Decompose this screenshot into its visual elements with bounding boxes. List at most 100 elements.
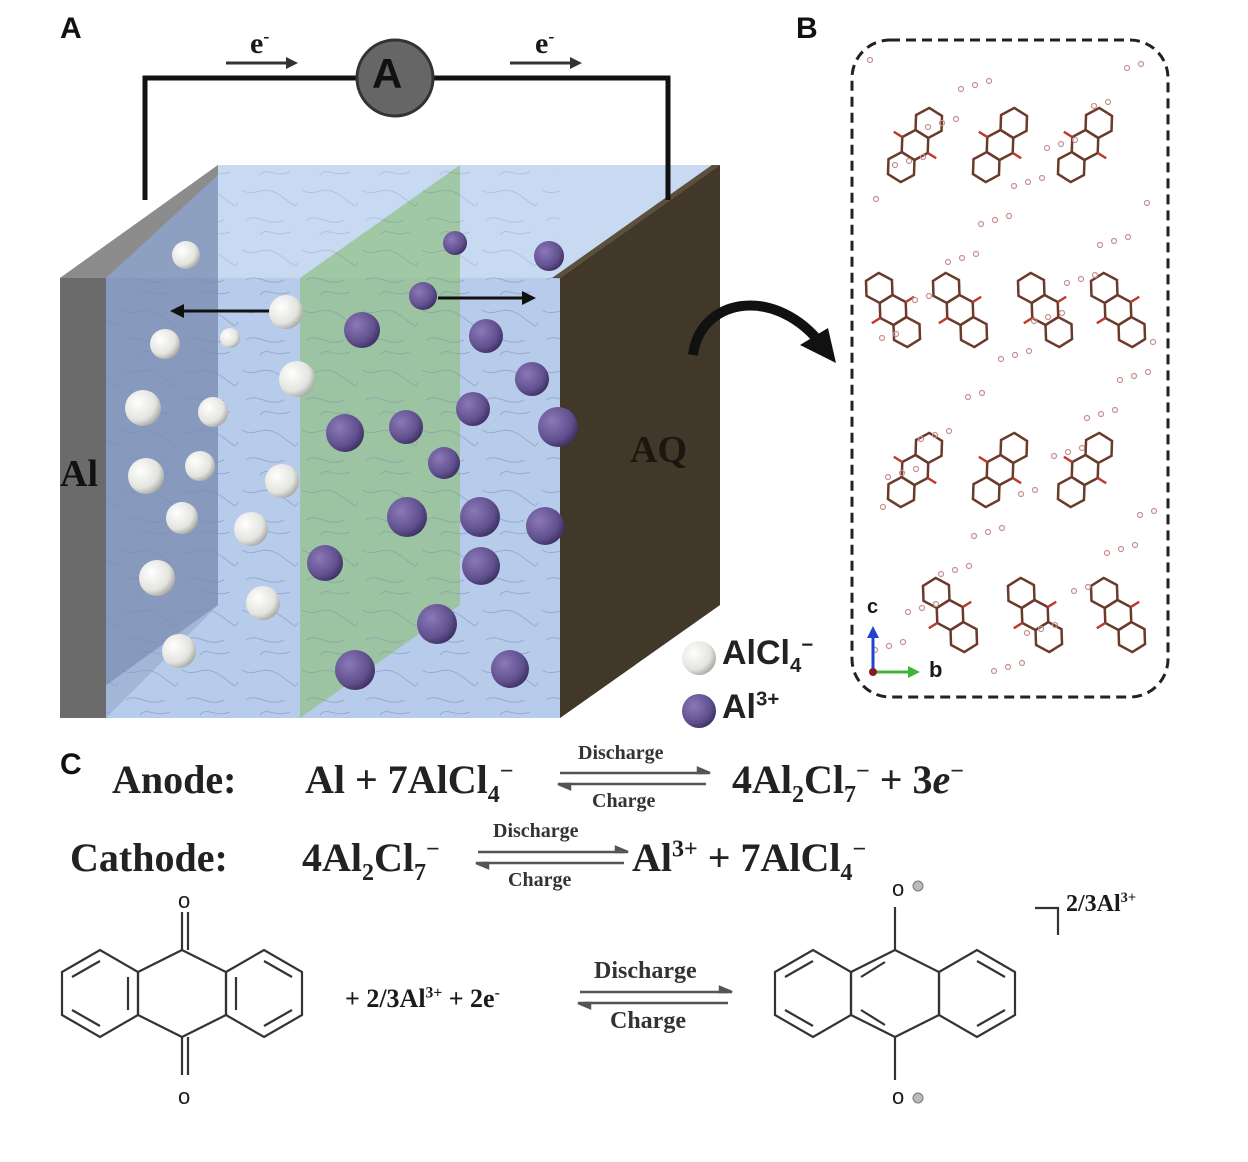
wire-left xyxy=(142,75,360,200)
atom-dot xyxy=(1131,541,1139,549)
atom-dot xyxy=(1111,406,1119,414)
atom-dot xyxy=(1038,174,1046,182)
atom-dot xyxy=(1063,279,1071,287)
atom-dot xyxy=(1004,663,1012,671)
atom-dot xyxy=(1071,136,1079,144)
atom-dot xyxy=(971,81,979,89)
aq-molecule-3 xyxy=(864,271,922,349)
atom-dot xyxy=(1044,313,1052,321)
anode-arrow-top: Discharge xyxy=(578,742,664,764)
atom-dot xyxy=(1024,178,1032,186)
atom-dot xyxy=(1010,182,1018,190)
atom-dot xyxy=(1091,271,1099,279)
legend-al3-icon xyxy=(682,694,716,728)
atom-dot xyxy=(1023,629,1031,637)
atom-dot xyxy=(925,292,933,300)
aq-molecule-9 xyxy=(1056,431,1114,509)
electron-right-label: e- xyxy=(535,26,555,60)
atom-dot xyxy=(957,85,965,93)
aq-molecule-12 xyxy=(1089,576,1147,654)
atom-dot xyxy=(1005,212,1013,220)
atom-dot xyxy=(978,389,986,397)
alcl4-ions xyxy=(125,241,315,668)
atom-dot xyxy=(1058,309,1066,317)
atom-dot xyxy=(977,220,985,228)
atom-dot xyxy=(1144,368,1152,376)
atom-dot xyxy=(878,334,886,342)
atom-dot xyxy=(1117,545,1125,553)
anode-equation-rhs: 4Al2Cl7− + 3e− xyxy=(732,757,964,808)
legend-al3-label: Al3+ xyxy=(722,688,780,726)
panel-label-c: C xyxy=(60,748,82,781)
atom-dot xyxy=(1150,507,1158,515)
anode-arrow-bottom: Charge xyxy=(592,790,656,812)
atom-dot xyxy=(1043,144,1051,152)
anode-plate-top xyxy=(60,165,218,278)
atom-dot xyxy=(1123,64,1131,72)
atom-dot xyxy=(1018,659,1026,667)
product-oxygen-top: o xyxy=(892,876,905,901)
atom-dot xyxy=(1137,60,1145,68)
crystal-frame xyxy=(850,38,1170,699)
atom-dot xyxy=(997,355,1005,363)
atom-dot xyxy=(879,503,887,511)
atom-dot xyxy=(885,642,893,650)
atom-dot xyxy=(970,532,978,540)
atom-dot xyxy=(866,56,874,64)
atom-dot xyxy=(937,570,945,578)
atom-dot xyxy=(1143,199,1151,207)
atom-dot xyxy=(1037,625,1045,633)
cathode-equation-label: Cathode: xyxy=(70,835,228,880)
anode-label: Al xyxy=(60,453,98,495)
aq-arrow-bottom: Charge xyxy=(610,1008,686,1034)
equilibrium-arrows xyxy=(475,766,733,1010)
atom-dot xyxy=(1110,237,1118,245)
atom-dot xyxy=(964,393,972,401)
atom-dot xyxy=(899,638,907,646)
atom-dot xyxy=(1116,376,1124,384)
aq-dianion-structure xyxy=(773,880,1060,1104)
reactant-oxygen-top: o xyxy=(178,888,191,913)
atom-dot xyxy=(1017,490,1025,498)
aq-molecule-11 xyxy=(1006,576,1064,654)
atom-dot xyxy=(884,473,892,481)
cathode-arrow-bottom: Charge xyxy=(508,869,572,891)
ammeter-label: A xyxy=(372,50,403,97)
aq-reaction-reagents: + 2/3Al3+ + 2e- xyxy=(345,984,500,1013)
product-oxygen-bottom: o xyxy=(892,1084,905,1109)
atom-dot xyxy=(1025,347,1033,355)
atom-dot xyxy=(904,608,912,616)
atom-dot xyxy=(1070,587,1078,595)
cathode-arrow-top: Discharge xyxy=(493,820,579,842)
aq-molecule-2 xyxy=(1056,106,1114,184)
atom-dot xyxy=(938,119,946,127)
ammeter-icon xyxy=(355,38,435,118)
electron-left-label: e- xyxy=(250,26,270,60)
aq-arrow-top: Discharge xyxy=(594,958,697,984)
atom-dot xyxy=(1064,448,1072,456)
atom-dot xyxy=(891,161,899,169)
atom-dot xyxy=(919,153,927,161)
atom-dot xyxy=(1050,452,1058,460)
atom-dot xyxy=(1011,351,1019,359)
atom-dot xyxy=(985,77,993,85)
atom-dot xyxy=(952,115,960,123)
aq-molecule-6 xyxy=(1089,271,1147,349)
atom-dot xyxy=(912,465,920,473)
aq-molecule-8 xyxy=(971,431,1029,509)
atom-dot xyxy=(1136,511,1144,519)
wire-right xyxy=(430,75,671,200)
aq-molecule-1 xyxy=(971,106,1029,184)
anode-equation-lhs: Al + 7AlCl4− xyxy=(305,757,514,808)
atom-dot xyxy=(932,600,940,608)
atom-dot xyxy=(951,566,959,574)
legend-alcl4-icon xyxy=(682,641,716,675)
anode-equation-label: Anode: xyxy=(112,757,237,802)
atom-dot xyxy=(944,258,952,266)
atom-dot xyxy=(1096,241,1104,249)
atom-dot xyxy=(911,296,919,304)
atom-dot xyxy=(1130,372,1138,380)
atom-dot xyxy=(945,427,953,435)
axis-b-label: b xyxy=(929,657,943,682)
